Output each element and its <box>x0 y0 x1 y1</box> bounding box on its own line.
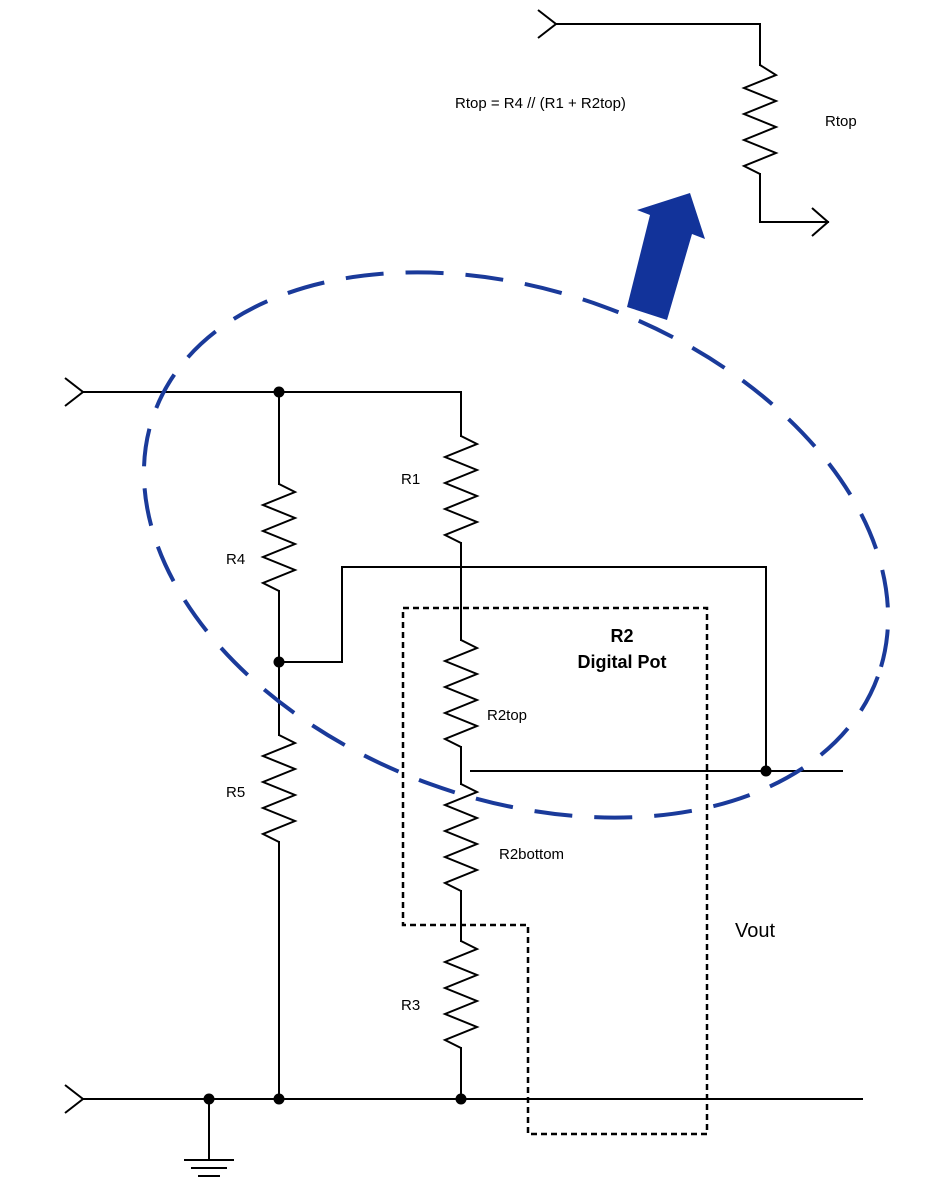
r5-resistor <box>260 734 298 843</box>
equivalent-circuit: Rtop Rtop = R4 // (R1 + R2top) <box>455 9 857 237</box>
junction-ground <box>203 1093 215 1105</box>
node-to-wiper-wire <box>278 566 767 772</box>
r4-label: R4 <box>226 551 245 568</box>
r2top-label: R2top <box>487 707 527 724</box>
r2top-resistor <box>442 639 480 748</box>
input-terminal-bottom <box>64 1084 85 1114</box>
junction-bottom-r5 <box>273 1093 285 1105</box>
digital-pot-outline <box>401 606 709 1136</box>
r2bottom-label: R2bottom <box>499 846 564 863</box>
r3-resistor <box>442 940 480 1049</box>
highlight-ellipse <box>141 270 891 820</box>
input-terminal-top <box>64 377 85 407</box>
junction-vout <box>760 765 772 777</box>
r5-label: R5 <box>226 784 245 801</box>
junction-top <box>273 386 285 398</box>
equivalent-input-terminal <box>537 9 558 39</box>
r4-resistor <box>260 483 298 592</box>
junction-bottom-r3 <box>455 1093 467 1105</box>
ground-icon <box>184 1159 234 1177</box>
junction-r4-r5 <box>273 656 285 668</box>
main-circuit <box>64 377 863 1177</box>
equivalent-top-wire <box>555 23 761 66</box>
r3-label: R3 <box>401 997 420 1014</box>
rtop-label: Rtop <box>825 113 857 130</box>
r2-subtitle: Digital Pot <box>578 652 667 672</box>
r2-title: R2 <box>610 626 633 646</box>
equivalent-bottom-wire <box>759 173 829 223</box>
rtop-resistor <box>741 64 779 175</box>
r2bottom-resistor <box>442 783 480 892</box>
equivalence-arrow <box>627 193 705 320</box>
equivalent-output-terminal <box>811 207 830 237</box>
r1-label: R1 <box>401 471 420 488</box>
rtop-formula: Rtop = R4 // (R1 + R2top) <box>455 95 626 112</box>
r1-resistor <box>442 435 480 544</box>
vout-label: Vout <box>735 920 775 942</box>
